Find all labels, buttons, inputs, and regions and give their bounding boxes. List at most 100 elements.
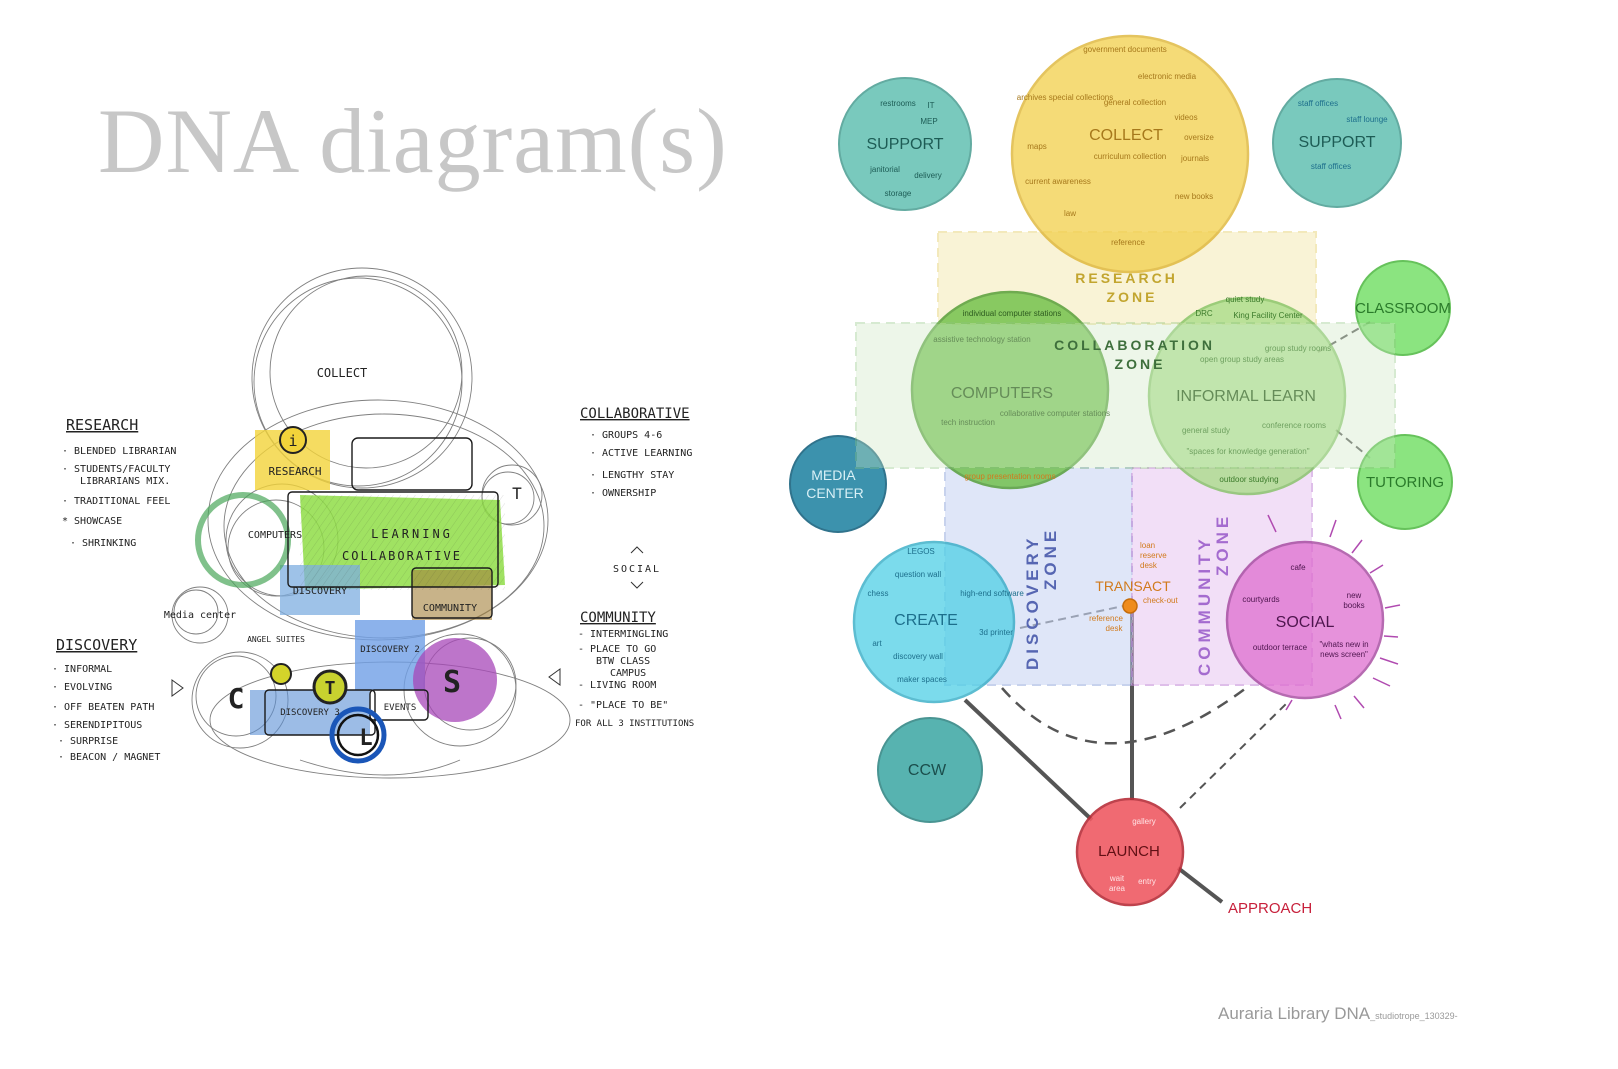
community-zone-label: COMMUNITY	[1195, 535, 1214, 676]
social-item: new	[1347, 591, 1362, 600]
sketch-collect-label: COLLECT	[317, 366, 368, 380]
computers-item: individual computer stations	[963, 309, 1062, 318]
support-left-item: MEP	[920, 117, 937, 126]
transact-item: reference	[1089, 614, 1123, 623]
social-circle	[1225, 540, 1385, 700]
collaborative-notes-heading: COLLABORATIVE	[580, 406, 690, 422]
social-rays	[1267, 514, 1401, 720]
computers-title: COMPUTERS	[951, 385, 1053, 402]
footer-main: Auraria Library DNA	[1218, 1004, 1371, 1023]
community-note-item: CAMPUS	[610, 668, 646, 679]
sketch-marker-s-text: S	[443, 665, 461, 700]
create-item: maker spaces	[897, 675, 947, 684]
sketch-left-arrow	[171, 679, 184, 697]
classroom-circle	[1355, 260, 1451, 356]
sketch-computers-label: COMPUTERS	[248, 530, 302, 541]
ccw-circle	[877, 717, 983, 823]
computers-item: group presentation rooms	[964, 472, 1055, 481]
sketch-tutoring-marker-text: T	[512, 484, 522, 503]
create-item: high-end software	[960, 589, 1024, 598]
footer-credit: Auraria Library DNA_studiotrope_130329-	[1218, 1004, 1458, 1024]
support-left-item: restrooms	[880, 99, 916, 108]
support-left-circle	[838, 77, 972, 211]
informal-learn-item: DRC	[1195, 309, 1213, 318]
informal-learn-item: King Facility Center	[1233, 311, 1303, 320]
transact-title: TRANSACT	[1095, 578, 1171, 594]
launch-item: wait	[1109, 874, 1125, 883]
informal-learn-item: quiet study	[1226, 295, 1265, 304]
launch-circle	[1075, 797, 1185, 907]
informal-learn-item: group study rooms	[1265, 344, 1331, 353]
transact-item: check-out	[1143, 596, 1178, 605]
collaboration-zone-label: COLLABORATION ZONE	[1054, 337, 1222, 372]
collaboration-zone-label-text: COLLABORATION	[1054, 337, 1215, 353]
discovery-note-item: · OFF BEATEN PATH	[52, 702, 154, 713]
tutoring-circle	[1357, 434, 1453, 530]
discovery-note-item: · EVOLVING	[52, 682, 112, 693]
discovery-zone-label: DISCOVERY	[1023, 534, 1042, 670]
research-zone-label-text: RESEARCH	[1075, 270, 1178, 286]
transact-node	[1122, 598, 1138, 614]
sketch-marker-c-text: C	[228, 682, 245, 715]
computers-item: tech instruction	[941, 418, 995, 427]
social-item: courtyards	[1242, 595, 1279, 604]
media-center-line2: CENTER	[806, 485, 864, 501]
community-note-item: - INTERMINGLING	[578, 629, 668, 640]
collect-item: videos	[1174, 113, 1197, 122]
launch-item: area	[1109, 884, 1126, 893]
create-item: discovery wall	[893, 652, 943, 661]
launch-item: entry	[1138, 877, 1156, 886]
social-item: outdoor terrace	[1253, 643, 1308, 652]
research-notes-heading: RESEARCH	[66, 416, 138, 434]
approach-label: APPROACH	[1228, 900, 1312, 917]
sketch-marker-i-text: i	[288, 432, 297, 450]
research-note-item: · STUDENTS/FACULTY	[62, 464, 170, 475]
support-right-item: staff offices	[1298, 99, 1338, 108]
collect-item: oversize	[1184, 133, 1214, 142]
create-item: question wall	[895, 570, 941, 579]
research-note-item: LIBRARIANS MIX.	[80, 476, 170, 487]
sketch-media-label: Media center	[164, 610, 236, 621]
collaborative-note-item: · GROUPS 4-6	[590, 430, 662, 441]
informal-learn-title: INFORMAL LEARN	[1176, 388, 1316, 405]
research-zone-label-text2: ZONE	[1107, 289, 1158, 305]
collect-item: government documents	[1083, 45, 1167, 54]
community-notes-heading: COMMUNITY	[580, 610, 656, 626]
launch-title: LAUNCH	[1098, 843, 1160, 860]
sketch-info-marker	[279, 426, 307, 454]
media-center-circle	[789, 435, 887, 533]
transact-item: desk	[1106, 624, 1124, 633]
support-left-item: storage	[885, 189, 912, 198]
sketch-social-word: SOCIAL	[613, 564, 661, 575]
collect-item: maps	[1027, 142, 1047, 151]
sketch-research-label: RESEARCH	[269, 465, 322, 478]
create-item: 3d printer	[979, 628, 1013, 637]
media-center-title: MEDIA CENTER	[806, 467, 864, 501]
sketch-launch-marker	[329, 706, 387, 764]
sketch-collaborative-label: COLLABORATIVE	[342, 549, 462, 563]
sketch-transact-marker	[312, 669, 348, 705]
social-item: "whats new in	[1319, 640, 1368, 649]
sketch-angel-marker	[270, 663, 292, 685]
research-note-item: · BLENDED LIBRARIAN	[62, 446, 176, 457]
classroom-title: CLASSROOM	[1355, 300, 1451, 317]
page-title: DNA diagram(s)	[98, 90, 728, 192]
ccw-title: CCW	[908, 762, 947, 779]
collect-item: general collection	[1104, 98, 1166, 107]
sketch-community-label: COMMUNITY	[423, 603, 477, 614]
social-item: cafe	[1290, 563, 1306, 572]
collect-item: new books	[1175, 192, 1213, 201]
support-left-title: SUPPORT	[866, 136, 943, 153]
tutoring-title: TUTORING	[1366, 474, 1444, 491]
informal-learn-item: outdoor studying	[1219, 475, 1278, 484]
informal-learn-circle	[1147, 296, 1347, 496]
research-note-item: · SHRINKING	[70, 538, 136, 549]
informal-learn-item: "spaces for knowledge generation"	[1186, 447, 1309, 456]
support-right-circle	[1272, 78, 1402, 208]
create-item: art	[872, 639, 882, 648]
sketch-marker-l-text: L	[359, 726, 372, 751]
sketch-learning-label: LEARNING	[371, 527, 453, 541]
community-note-item: - PLACE TO GO	[578, 644, 656, 655]
media-center-line1: MEDIA	[811, 467, 856, 483]
research-note-item: * SHOWCASE	[62, 516, 122, 527]
